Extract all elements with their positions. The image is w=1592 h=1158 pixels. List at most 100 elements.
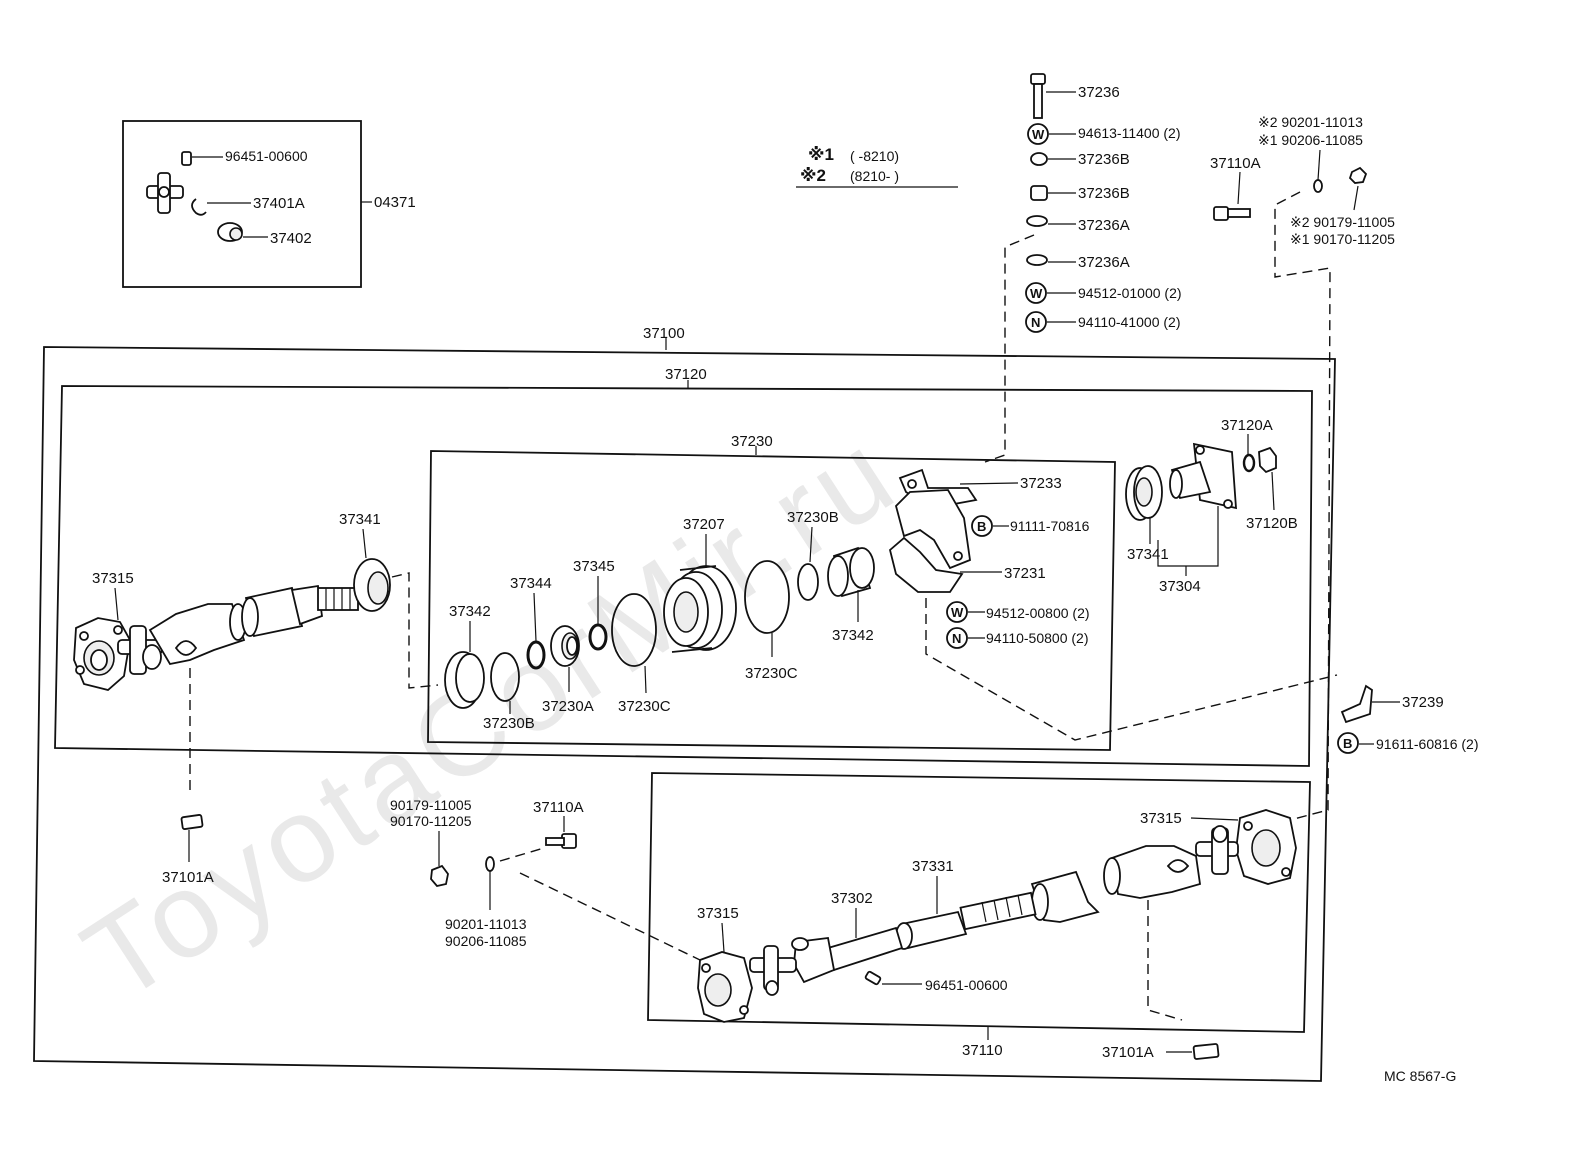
assembly-label: 37100 [643,325,685,342]
flange-nut-icon [1258,446,1277,474]
rear-bolt-label: 37110A [533,799,584,816]
nut-mark-2-icon [946,627,968,649]
bolt-label: 37236 [1078,84,1120,101]
rear-tube-label: 37331 [912,858,954,875]
balance-weight-right-label: 37101A [1102,1044,1154,1061]
rear-yoke-left-icon [697,945,797,1023]
top-right-line-4: ※1 90170-11205 [1290,231,1395,247]
repair-kit-label: 04371 [374,194,416,211]
ring-label: 37344 [510,575,552,592]
rear-shaft-label: 37110 [962,1042,1003,1059]
kit-bearing-cup-label: 37402 [270,230,312,247]
retainer-2-icon [1026,254,1048,266]
top-right-bolt-group: 37110A ※2 90201-11013 ※1 90206-11085 ※2 … [1210,114,1395,821]
rear-spline-shaft-icon [959,891,1037,931]
washer-w2-label: 94512-01000 (2) [1078,285,1182,301]
rear-dust-cover-icon [1125,465,1163,521]
bracket-bolt-label: 91111-70816 [1010,518,1090,534]
legend-range-1: ( -8210) [850,148,899,164]
o-ring-right-label: 37230C [745,665,798,682]
rear-lock-washer-icon [485,856,495,872]
clip-label: 37239 [1402,694,1444,711]
washer-mark-letter: W [1032,127,1045,142]
nut-mark-letter: N [1031,315,1040,330]
washer-ring-icon [588,623,608,651]
washer-mark-3-letter: W [951,605,964,620]
bolt-mark-icon [971,515,993,537]
balance-weight-left: 37101A [162,814,214,886]
cushion-1-label: 37236B [1078,151,1130,168]
center-bearing-box: 37230 37342 37230B 37344 37230A 37345 [427,433,1338,751]
balance-weight-right: 37101A [1102,1043,1220,1061]
front-shaft-label: 37120 [665,366,707,383]
cushion-icon [1030,152,1048,166]
clip-group: 37239 B 91611-60816 (2) [1337,684,1478,754]
front-slip-yoke-icon [148,603,247,666]
rear-slip-yoke-icon [1103,845,1202,899]
kit-grease-fitting-label: 96451-00600 [225,148,308,164]
lower-bracket-label: 37231 [1004,565,1046,582]
rear-nut-2-label: 90170-11205 [390,813,472,829]
retainer-1-label: 37236A [1078,217,1130,234]
front-shaft-box: 37120 37315 [54,366,1313,790]
front-yoke-flange-icon [73,617,163,691]
cushion-2-icon [1030,185,1048,201]
spacer-ring-left-icon [444,651,485,709]
universal-joint-spider-icon [146,172,184,214]
snap-ring-right-label: 37230B [787,509,839,526]
rear-dust-cover-label: 37341 [1127,546,1169,563]
nut-n-label: 94110-41000 (2) [1078,314,1180,330]
spacer-ring-left-label: 37342 [449,603,491,620]
balance-weight-left-label: 37101A [162,869,214,886]
bolt-icon [1030,73,1046,119]
top-right-line-2: ※1 90206-11085 [1258,132,1363,148]
rear-shaft-tube-icon [791,926,904,984]
rear-yoke-right-icon [1195,809,1297,885]
rear-yoke-left-label: 37315 [697,905,739,922]
balance-weight-right-icon [1192,1043,1220,1060]
rear-nut-icon [430,864,449,887]
rear-shaft-box: 37110 37315 [647,772,1311,1059]
lock-washer-icon [1313,179,1323,193]
bearing-cup-icon [217,222,243,242]
rear-hardware-group: 90179-11005 90170-11205 37110A 90201-110… [390,797,701,961]
clip-bolt-mark-icon [1337,732,1359,754]
clip-bolt-label: 91611-60816 (2) [1376,736,1478,752]
washer-mark-icon [1027,123,1049,145]
o-ring-right-icon [744,560,790,634]
balance-weight-left-icon [180,814,204,830]
washer-w-label: 94613-11400 (2) [1078,125,1180,141]
center-bearing-part-label: 37230A [542,698,594,715]
bracket-label: 37233 [1020,475,1062,492]
o-ring-left-label: 37230C [618,698,671,715]
flange-nut-label: 37120B [1246,515,1298,532]
rear-washer-2-label: 90206-11085 [445,933,527,949]
bracket-nut-label: 94110-50800 (2) [986,630,1088,646]
serial-legend: ※1 ( -8210) ※2 (8210- ) [796,145,958,188]
spacer-ring-right-icon [827,546,875,598]
cushion-2-label: 37236B [1078,185,1130,202]
snap-ring-left-icon [490,652,520,702]
center-support-bracket-icon [888,468,978,593]
nut-icon [1348,166,1368,184]
washer-mark-2-letter: W [1030,286,1043,301]
cushion-rubber-icon [663,565,737,653]
flange-washer-icon [1242,453,1256,473]
rear-grease-fitting-label: 96451-00600 [925,977,1008,993]
cushion-rubber-label: 37207 [683,516,725,533]
top-right-line-3: ※2 90179-11005 [1290,214,1395,230]
nut-mark-icon [1025,311,1047,333]
retainer-2-label: 37236A [1078,254,1130,271]
rear-sleeve-icon [1030,870,1100,923]
rear-grease-fitting-icon [864,970,882,986]
washer-mark-2-icon [1025,282,1047,304]
clip-bolt-mark-letter: B [1343,736,1352,751]
flange-washer-label: 37120A [1221,417,1273,434]
clip-icon [1340,684,1373,724]
diagram-code: MC 8567-G [1384,1068,1456,1084]
spacer-ring-right-label: 37342 [832,627,874,644]
top-right-line-1: ※2 90201-11013 [1258,114,1363,130]
flange-assy-label: 37304 [1159,578,1201,595]
snap-ring-left-label: 37230B [483,715,535,732]
